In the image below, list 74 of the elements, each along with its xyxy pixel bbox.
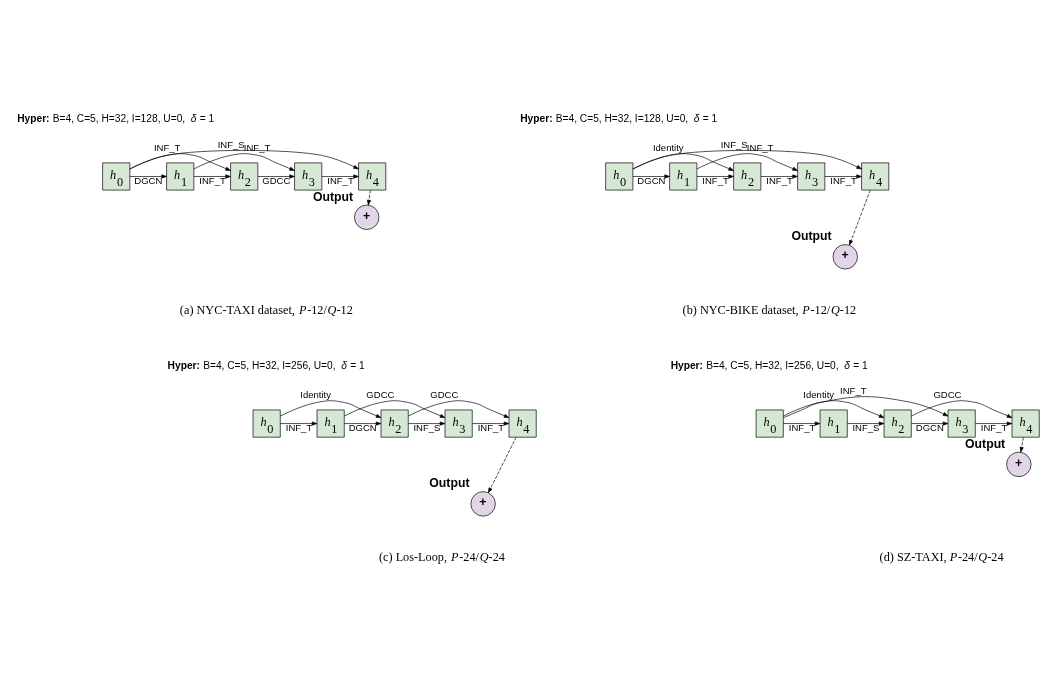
arrow [632,149,862,169]
edge-label: GDCC [262,174,291,186]
label: Hyper: B=4, C=5, H=32, I=256, U=0, δ = 1 [670,359,868,371]
arrow [472,421,510,426]
edge-label: INF_T [702,174,729,186]
arrow [847,421,885,426]
node-label: Output [312,189,354,204]
edge-label: INF_T [327,174,354,186]
edge-label: INF_T [477,421,505,433]
label: (a) NYC-TAXI dataset, P-12/Q-12 [179,302,353,317]
edge-label: INF_T [980,421,1008,433]
edge-label: DGCN [348,421,377,433]
arrow [407,399,510,418]
arrow [824,173,862,178]
node-label: Output [965,436,1006,451]
edge-label: Identity [652,141,684,153]
label: Hyper: B=4, C=5, H=32, I=128, U=0, δ = 1 [520,112,718,124]
arrow [488,436,517,493]
arrow [696,173,734,178]
edge-label: INF_T [243,141,271,153]
arrow [279,399,382,418]
label: (b) NYC-BIKE dataset, P-12/Q-12 [682,302,857,317]
arrow [367,189,371,205]
arrow [193,152,295,171]
arrow [849,189,871,245]
arrow [783,421,821,426]
edge-label: Identity [300,388,332,400]
node-circle: + [354,204,380,230]
edge-label: INF_T [199,174,226,186]
arrow [783,399,885,418]
edge-label: DGCN [915,421,944,433]
arrow [129,173,167,178]
edge-label: DGCN [134,174,163,186]
edge-label: INF_T [830,174,857,186]
arrow [193,173,231,178]
arrow [783,395,949,418]
edge-label: INF_T [840,384,867,396]
label: Hyper: B=4, C=5, H=32, I=256, U=0, δ = 1 [167,359,365,371]
node-label: Output [429,475,470,490]
edge-label: INF_T [153,141,181,153]
arrow [975,421,1013,426]
arrow [344,421,382,426]
edge-label: INF_T [285,421,313,433]
label: (c) Los-Loop, P-24/Q-24 [378,549,505,564]
node-circle: + [470,490,496,516]
label: (d) SZ-TAXI, P-24/Q-24 [879,549,1004,564]
edge-label: INF_S [217,138,245,150]
arrow [760,173,798,178]
edge-label: INF_S [413,421,441,433]
node-circle: + [1006,451,1032,477]
arrow [280,421,318,426]
edge-label: GDCC [933,388,962,400]
edge-label: INF_S [852,421,880,433]
arrow [343,399,446,418]
edge-label: GDCC [366,388,395,400]
edge-label: DGCN [637,174,666,186]
edge-label: GDCC [430,388,459,400]
edge-label: INF_T [746,141,774,153]
arrow [408,421,446,426]
edge-label: INF_T [788,421,816,433]
arrow [257,173,295,178]
edge-label: INF_T [766,174,793,186]
node-label: Output [791,228,832,243]
arrow [911,421,949,426]
arrow [696,152,798,171]
arrow [129,149,359,169]
arrow [321,173,359,178]
label: Hyper: B=4, C=5, H=32, I=128, U=0, δ = 1 [17,112,215,124]
edge-label: INF_S [720,138,748,150]
edge-label: Identity [803,388,835,400]
node-circle: + [832,243,858,269]
arrow [632,173,670,178]
arrow [910,399,1013,418]
arrow [1019,436,1024,452]
